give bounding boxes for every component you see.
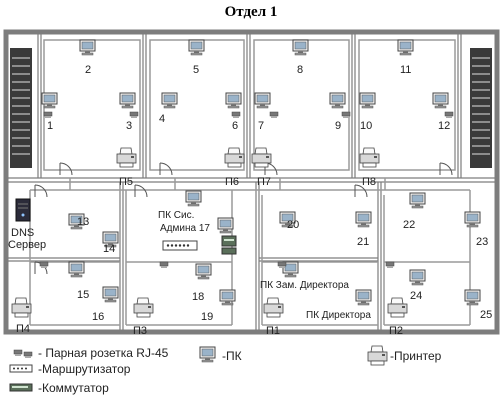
stairs-icon-left	[10, 48, 32, 168]
admin-pc-label: ПК Сис. Админа 17	[158, 210, 210, 234]
pc-label: 20	[287, 219, 299, 231]
pc-label: 21	[357, 236, 369, 248]
legend: - Парная розетка RJ-45 -Маршрутизатор -К…	[9, 345, 442, 395]
deputy-director-label: ПК Зам. Директора	[260, 280, 349, 291]
switch-icon	[221, 235, 237, 255]
pc-label: 18	[192, 291, 204, 303]
pc-label: 13	[77, 216, 89, 228]
door-icons	[34, 162, 453, 275]
legend-switch-label: -Коммутатор	[38, 381, 109, 395]
printer-label: П2	[389, 325, 403, 337]
router-icon	[9, 364, 33, 373]
legend-pc-label: -ПК	[222, 349, 242, 363]
pc-icon	[199, 346, 216, 363]
legend-socket-label: - Парная розетка RJ-45	[38, 346, 169, 360]
pc-label: 2	[85, 64, 91, 76]
stairs-icon-right	[470, 48, 492, 168]
pc-label: 10	[360, 120, 372, 132]
dns-server-label: DNS Сервер	[8, 227, 46, 251]
pc-label: 23	[476, 236, 488, 248]
pc-labels: 1 2 3 4 5 6 7 8 9 10 11 12 13 14 15 16 1…	[47, 64, 492, 323]
pc-label: 11	[400, 64, 411, 76]
pc-label: 12	[438, 120, 450, 132]
printer-labels: П5 П6 П7 П8 П4 П3 П1 П2	[16, 176, 403, 337]
printer-label: П6	[225, 176, 239, 188]
router-icon	[162, 240, 198, 251]
pc-label: 22	[403, 219, 415, 231]
pc-label: 3	[126, 120, 132, 132]
pc-label: 15	[77, 289, 89, 301]
switch-icon	[9, 383, 33, 392]
pc-label: 8	[297, 64, 303, 76]
page-title: Отдел 1	[224, 4, 278, 20]
socket-icon	[13, 349, 33, 359]
legend-printer-label: -Принтер	[390, 349, 442, 363]
director-label: ПК Директора	[306, 310, 371, 321]
pc-label: 19	[201, 311, 213, 323]
printer-label: П8	[362, 176, 376, 188]
pc-label: 25	[480, 309, 492, 321]
printer-label: П5	[119, 176, 133, 188]
pc-label: 24	[410, 290, 422, 302]
printer-label: П4	[16, 323, 30, 335]
printer-label: П3	[133, 325, 147, 337]
pc-label: 4	[159, 113, 165, 125]
pc-label: 6	[232, 120, 238, 132]
pc-label: 9	[335, 120, 341, 132]
printer-label: П1	[266, 325, 280, 337]
outer-wall	[3, 29, 500, 335]
pc-label: 1	[47, 120, 53, 132]
printer-icon	[367, 345, 388, 366]
pc-label: 16	[92, 311, 104, 323]
server-icon	[15, 198, 31, 222]
pc-icons	[41, 39, 481, 306]
pc-label: 7	[258, 120, 264, 132]
printer-label: П7	[257, 176, 271, 188]
pc-label: 5	[193, 64, 199, 76]
interior-walls	[8, 34, 495, 330]
pc-label: 14	[103, 243, 115, 255]
legend-router-label: -Маршрутизатор	[38, 362, 131, 376]
